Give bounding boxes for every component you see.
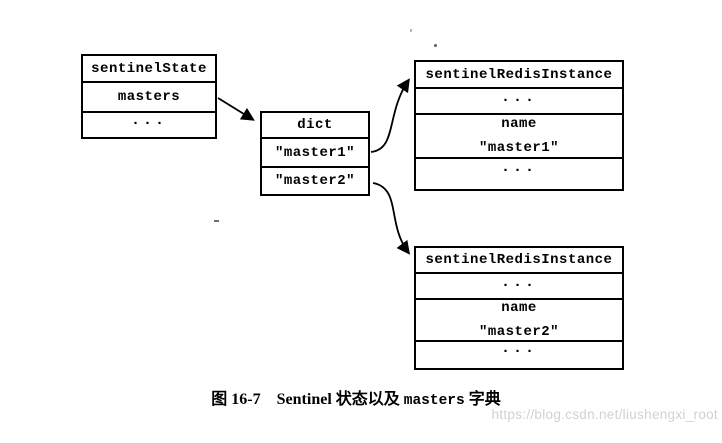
csdn-watermark: https://blog.csdn.net/liushengxi_root (491, 407, 718, 422)
dict-box: dict "master1" "master2" (260, 111, 370, 196)
instance2-name-label: name (501, 300, 537, 316)
scan-artifact-dot (410, 29, 412, 32)
scan-artifact-dash (214, 220, 219, 222)
arrow-masters-to-dict (217, 97, 255, 121)
instance1-ellipsis-top-row: ... (416, 87, 622, 113)
instance1-ellipsis-bottom-row: ... (416, 157, 622, 183)
instance2-ellipsis-bottom-row: ... (416, 340, 622, 362)
caption-text-after: 字典 (464, 391, 501, 408)
sentinel-state-ellipsis-row: ... (83, 111, 215, 135)
dict-master1-row: "master1" (262, 137, 368, 166)
arrow-master2-to-instance2 (372, 182, 411, 255)
sentinel-state-title: sentinelState (91, 60, 207, 77)
caption-text-before: Sentinel 状态以及 (276, 391, 404, 408)
instance1-title: sentinelRedisInstance (425, 66, 613, 83)
dict-title: dict (297, 117, 333, 133)
sentinel-state-box: sentinelState masters ... (81, 54, 217, 139)
scan-artifact-dot (434, 44, 437, 47)
figure-number: 图 16-7 (211, 391, 261, 408)
sentinel-state-masters-row: masters (83, 81, 215, 111)
instance2-name-value: "master2" (478, 324, 560, 340)
arrow-master1-to-instance1 (370, 78, 410, 153)
figure-caption: 图 16-7 Sentinel 状态以及 masters 字典 (0, 385, 712, 409)
instance1-name-value: "master1" (478, 140, 560, 156)
caption-code-masters: masters (403, 393, 465, 409)
instance1-name-row: name "master1" (416, 113, 622, 157)
sentinel-redis-instance1-box: sentinelRedisInstance ... name "master1"… (414, 60, 624, 191)
instance2-ellipsis-top-row: ... (416, 272, 622, 298)
instance2-title: sentinelRedisInstance (425, 252, 613, 268)
sentinel-redis-instance2-box: sentinelRedisInstance ... name "master2"… (414, 246, 624, 370)
dict-master2-row: "master2" (262, 166, 368, 194)
instance1-name-label: name (501, 116, 537, 132)
instance2-name-row: name "master2" (416, 298, 622, 340)
